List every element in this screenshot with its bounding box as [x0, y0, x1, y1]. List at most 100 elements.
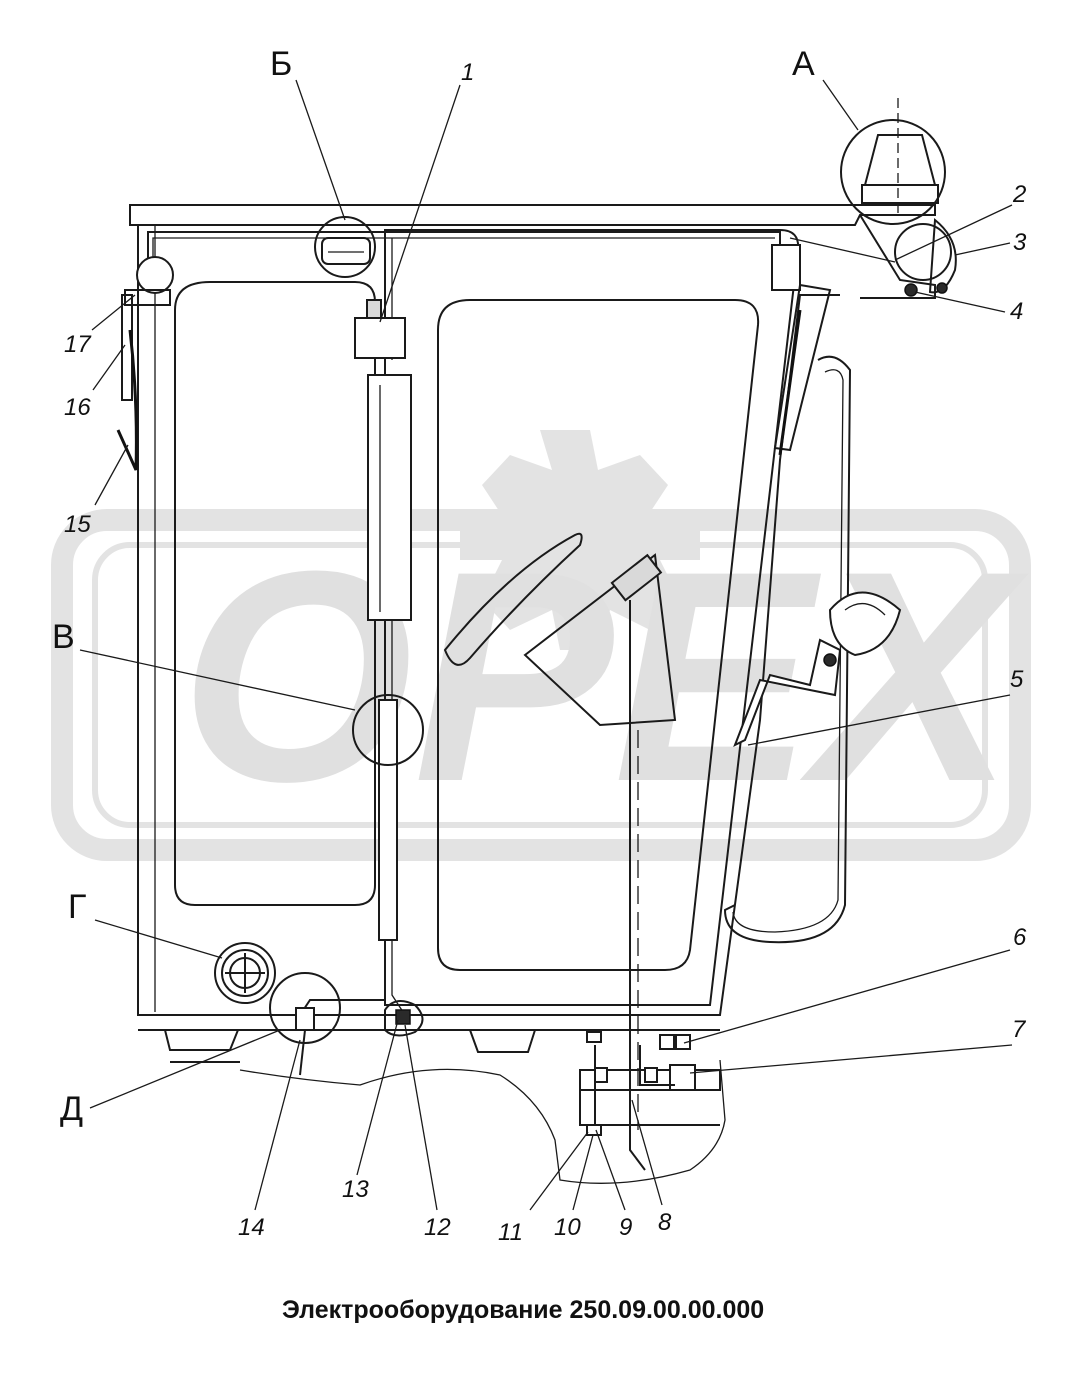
roof-harness-inner — [152, 237, 775, 360]
view-letter-a: А — [792, 45, 815, 83]
watermark-band — [51, 509, 1031, 861]
leader-13 — [356, 1019, 399, 1176]
fuse-10 — [586, 1124, 602, 1136]
watermark-band-inner — [92, 542, 988, 828]
mirror-bracket — [733, 638, 842, 748]
leader-d — [89, 1029, 281, 1109]
headlamp-bolt-2 — [936, 282, 948, 294]
callout-16: 16 — [64, 394, 91, 421]
leader-14 — [254, 1039, 301, 1211]
relay-6b — [675, 1034, 691, 1050]
headlamp-circle — [894, 223, 952, 281]
callout-13: 13 — [342, 1176, 369, 1203]
leader-6 — [683, 949, 1011, 1044]
leader-3 — [954, 242, 1011, 256]
callout-2: 2 — [1012, 181, 1026, 208]
leader-8 — [631, 1099, 663, 1206]
leader-5 — [747, 694, 1011, 746]
bottom-connector — [295, 1007, 315, 1031]
side-work-lamp-lens — [844, 603, 886, 616]
bottom-connector-lead — [299, 1029, 306, 1076]
right-mirror-loop-inner — [732, 369, 844, 933]
watermark-gear — [460, 430, 700, 650]
view-letters: А Б В Г Д — [52, 45, 815, 1128]
leader-g — [94, 919, 223, 959]
callout-10: 10 — [554, 1214, 581, 1241]
right-mirror-loop — [723, 355, 852, 944]
door-edge — [384, 229, 800, 1006]
leader-17 — [91, 294, 136, 331]
view-b-circle — [314, 216, 376, 278]
relay-7 — [594, 1067, 608, 1083]
leader-16 — [92, 344, 126, 391]
left-mirror-mount — [136, 256, 174, 294]
callout-12: 12 — [424, 1214, 451, 1241]
cab-roof — [129, 204, 936, 226]
callout-4: 4 — [1010, 298, 1023, 325]
chassis-mid — [469, 1029, 536, 1053]
leader-lines — [79, 79, 1013, 1211]
right-wiper-mount — [771, 244, 801, 291]
steering-wheel — [443, 532, 583, 666]
callout-14: 14 — [238, 1214, 265, 1241]
view-g-circle — [214, 942, 276, 1004]
roof-headlamp-bracket — [859, 214, 936, 299]
leader-7 — [689, 1044, 1013, 1074]
leader-4 — [914, 291, 1006, 313]
callout-17: 17 — [64, 331, 92, 358]
callout-numbers: 1 2 3 4 5 6 7 8 9 10 11 12 13 14 15 16 1… — [64, 59, 1027, 1246]
roof-harness — [147, 231, 781, 355]
leader-v — [79, 649, 356, 711]
right-wiper-blade — [778, 309, 802, 456]
harness-to-beacon — [789, 237, 896, 263]
steering-column — [523, 553, 677, 727]
beacon-base — [861, 184, 939, 204]
side-work-lamp-bolt — [823, 653, 837, 667]
chassis-left — [164, 1029, 239, 1051]
leader-9 — [595, 1129, 626, 1211]
leader-11 — [529, 1131, 589, 1211]
callout-8: 8 — [658, 1209, 672, 1236]
callout-1: 1 — [461, 59, 474, 86]
components — [116, 98, 957, 1136]
callout-5: 5 — [1010, 666, 1024, 693]
view-letter-v: В — [52, 618, 75, 656]
left-mirror-arm — [124, 289, 171, 306]
view-letter-b: Б — [270, 45, 292, 83]
headlamp-bolt — [904, 283, 918, 297]
column-switch — [610, 553, 663, 602]
lower-housing — [378, 699, 398, 941]
detail-circles — [214, 119, 952, 1044]
leader-b — [295, 79, 346, 221]
leader-10 — [572, 1134, 594, 1211]
leader-12 — [404, 1024, 438, 1211]
vertical-housing — [367, 374, 412, 621]
door-window — [437, 299, 760, 971]
leader-1 — [379, 84, 461, 323]
callout-9: 9 — [619, 1214, 632, 1241]
callout-7: 7 — [1012, 1016, 1027, 1043]
relay-unit-cap — [366, 299, 382, 319]
view-letter-g: Г — [68, 888, 86, 926]
drawing-caption: Электрооборудование 250.09.00.00.000 — [282, 1296, 764, 1324]
leader-a — [822, 79, 859, 131]
callout-6: 6 — [1013, 924, 1027, 951]
leader-2 — [894, 204, 1013, 261]
view-d-circle — [269, 972, 341, 1044]
fuse-top — [586, 1031, 602, 1043]
watermark: OPEX — [51, 430, 1031, 861]
cab-body — [129, 204, 936, 1184]
roof-lamp — [321, 237, 371, 265]
view-v-circle — [352, 694, 424, 766]
view-a-circle — [840, 119, 946, 225]
right-wiper-arm — [773, 283, 832, 452]
view-letter-d: Д — [60, 1090, 83, 1128]
leader-15 — [94, 444, 129, 506]
cab-outline — [137, 225, 840, 1016]
relay-7b — [644, 1067, 658, 1083]
callout-15: 15 — [64, 511, 91, 538]
watermark-text: OPEX — [180, 508, 1029, 844]
callout-11: 11 — [498, 1219, 523, 1246]
fuse-harness — [594, 1045, 675, 1130]
